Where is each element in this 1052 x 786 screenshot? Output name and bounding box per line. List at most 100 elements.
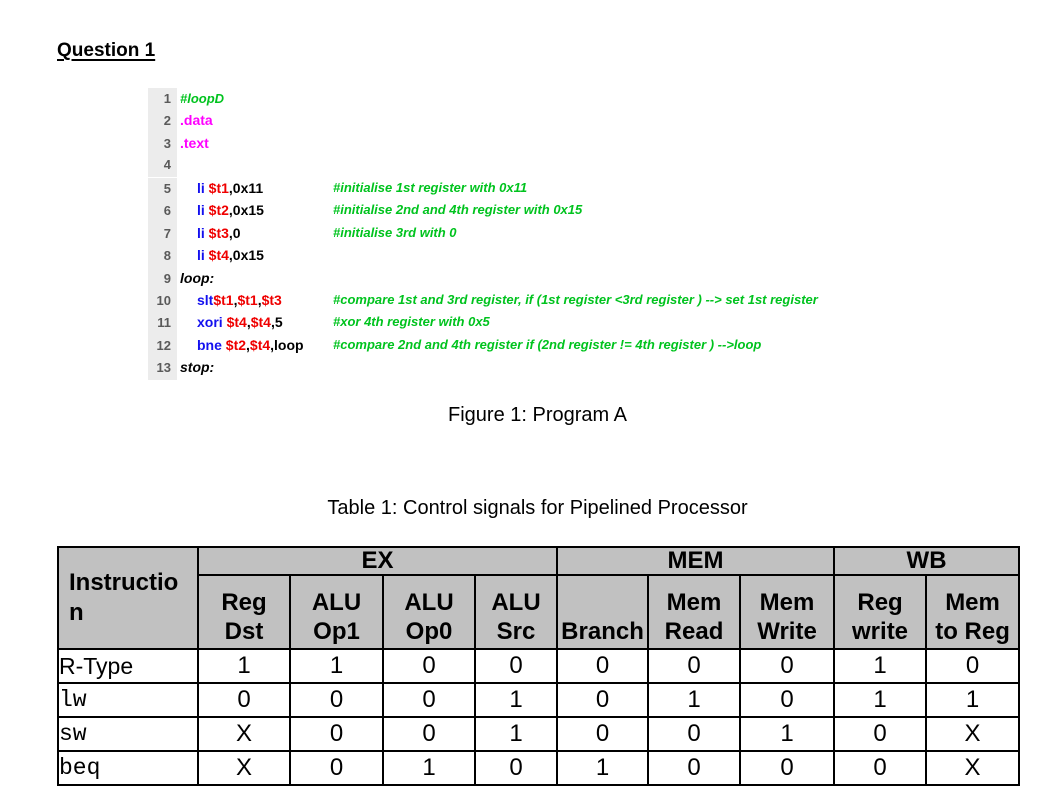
code-token: ,0 [228, 224, 241, 241]
signal-value-cell: 1 [473, 716, 559, 752]
question-title: Question 1 [57, 40, 156, 61]
signal-value-cell: 1 [289, 648, 384, 684]
column-header-aluop1: ALU Op1 [289, 574, 384, 650]
code-token: $t4 [249, 336, 271, 353]
code-token: li [197, 179, 209, 196]
code-token: $t4 [226, 314, 247, 331]
code-token: ,loop [270, 336, 304, 353]
code-token: ,0x15 [228, 247, 264, 264]
code-text: loop: [180, 267, 214, 289]
code-comment: #initialise 1st register with 0x11 [333, 179, 528, 195]
signal-value-cell: 0 [739, 750, 836, 786]
column-header-alusrc: ALU Src [473, 574, 559, 650]
code-comment: #compare 1st and 3rd register, if (1st r… [333, 291, 818, 307]
signal-value-cell: X [925, 716, 1021, 752]
signal-value-cell: X [925, 750, 1021, 786]
code-token: $t1 [213, 291, 234, 308]
code-token: li [197, 247, 209, 264]
instruction-cell: beq [57, 750, 199, 786]
signal-value-cell: 0 [556, 648, 650, 684]
code-text: li $t2,0x15 [197, 199, 264, 221]
column-header-regwrite: Reg write [833, 574, 928, 650]
code-token: $t3 [261, 291, 282, 308]
code-token: slt [197, 291, 214, 308]
line-number: 10 [148, 289, 177, 313]
code-token: .text [180, 134, 209, 151]
instruction-cell: lw [57, 682, 199, 718]
line-number: 3 [148, 132, 177, 156]
line-number: 12 [148, 334, 177, 358]
code-token: .data [180, 112, 213, 129]
code-line: 2.data [148, 109, 304, 133]
code-token: $t2 [225, 336, 247, 353]
signal-value-cell: 0 [556, 682, 650, 718]
code-line: 1#loopD [148, 87, 304, 111]
code-token: stop: [180, 359, 215, 376]
code-text: #loopD [180, 87, 224, 110]
code-text: bne $t2,$t4,loop [197, 334, 304, 356]
code-text: .data [180, 109, 213, 131]
instruction-cell: R-Type [57, 648, 199, 684]
signal-value-cell: 0 [197, 682, 291, 718]
code-text: li $t3,0 [197, 222, 241, 244]
signal-value-cell: 0 [925, 648, 1021, 684]
code-text: li $t4,0x15 [197, 244, 264, 266]
code-token: , [257, 291, 262, 308]
code-text: .text [180, 132, 209, 154]
code-line: 12 bne $t2,$t4,loop #compare 2nd and 4th r… [148, 334, 761, 358]
code-comment: #xor 4th register with 0x5 [333, 314, 490, 330]
code-text: stop: [180, 356, 214, 378]
signal-value-cell: 0 [473, 750, 559, 786]
group-header-wb: WB [833, 546, 1021, 576]
code-comment: #initialise 3rd with 0 [333, 224, 457, 240]
figure-caption: Figure 1: Program A [448, 404, 627, 426]
code-comment: #compare 2nd and 4th register if (2nd re… [333, 336, 762, 352]
signal-value-cell: 0 [382, 648, 476, 684]
code-token: xori [197, 314, 227, 331]
column-header-memread: Mem Read [647, 574, 742, 650]
line-number: 5 [148, 177, 177, 201]
signal-value-cell: 1 [197, 648, 291, 684]
line-number: 13 [148, 357, 177, 380]
column-header-aluop0: ALU Op0 [382, 574, 476, 650]
code-token: loop: [180, 269, 215, 286]
signal-value-cell: 0 [739, 682, 836, 718]
instruction-column-header-label: Instruction [69, 569, 179, 626]
line-number: 9 [148, 267, 177, 290]
signal-value-cell: 1 [382, 750, 476, 786]
signal-value-cell: 0 [382, 682, 476, 718]
table-caption: Table 1: Control signals for Pipelined P… [327, 497, 748, 519]
signal-value-cell: X [197, 750, 291, 786]
signal-value-cell: 0 [833, 716, 928, 752]
signal-value-cell: 1 [739, 716, 836, 752]
instruction-cell: sw [57, 716, 199, 752]
signal-value-cell: 0 [289, 682, 384, 718]
signal-value-cell: 0 [833, 750, 928, 786]
instruction-column-header: Instruction [57, 546, 199, 650]
column-header-memtoreg: Mem to Reg [925, 574, 1021, 650]
code-text: slt$t1,$t1,$t3 [197, 289, 282, 311]
code-token: #loopD [180, 91, 225, 106]
signal-value-cell: X [197, 716, 291, 752]
code-line: 3.text [148, 132, 304, 156]
signal-value-cell: 0 [473, 648, 559, 684]
code-token: $t2 [208, 202, 229, 219]
code-token: li [197, 202, 209, 219]
group-header-row: Instruction EX MEM WB [57, 546, 1021, 650]
code-token: $t4 [250, 314, 271, 331]
signal-value-cell: 0 [289, 716, 384, 752]
signal-value-cell: 0 [289, 750, 384, 786]
line-number: 6 [148, 200, 177, 223]
code-token: bne [197, 336, 226, 353]
signal-value-cell: 1 [556, 750, 650, 786]
